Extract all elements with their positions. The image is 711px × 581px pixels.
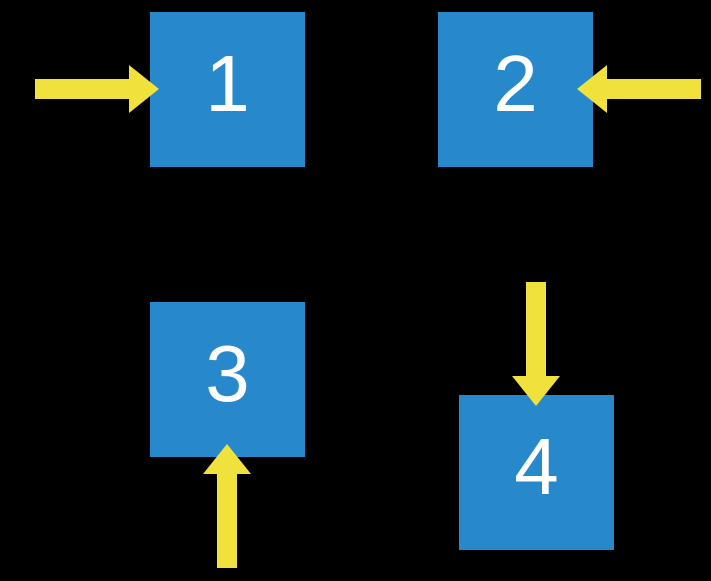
arrow-left-icon: [577, 65, 701, 113]
square-2: 2: [438, 12, 593, 167]
arrow-up-icon: [203, 444, 251, 568]
square-4: 4: [459, 395, 614, 550]
square-3: 3: [150, 302, 305, 457]
square-2-label: 2: [493, 38, 538, 128]
square-1: 1: [150, 12, 305, 167]
square-4-label: 4: [514, 421, 559, 511]
square-1-label: 1: [205, 38, 250, 128]
square-3-label: 3: [205, 328, 250, 418]
arrow-right-icon: [35, 65, 159, 113]
arrow-down-icon: [512, 282, 560, 406]
